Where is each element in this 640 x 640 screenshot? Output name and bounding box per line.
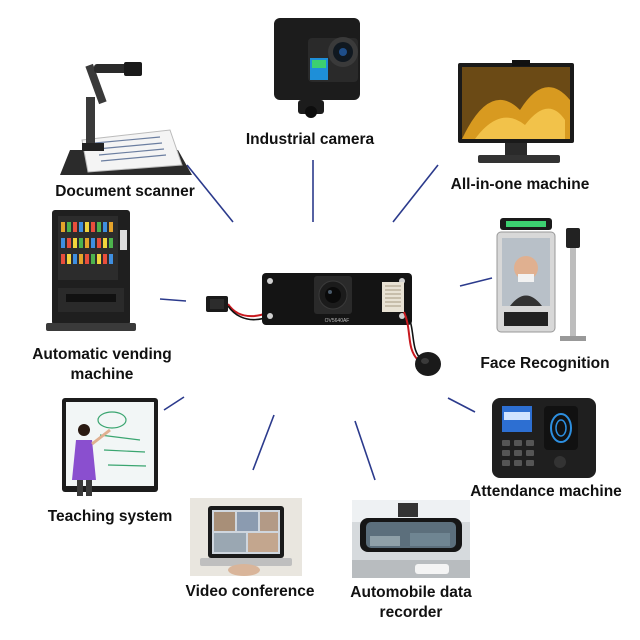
label-attendance-machine: Attendance machine bbox=[470, 483, 622, 500]
connector-video bbox=[252, 414, 275, 471]
label-dashcam-line2: recorder bbox=[379, 604, 443, 621]
face-terminal-icon bbox=[496, 218, 586, 341]
label-all-in-one-machine: All-in-one machine bbox=[450, 176, 590, 193]
connector-teaching bbox=[163, 396, 185, 411]
vending-machine-icon bbox=[46, 210, 136, 331]
monitor-icon bbox=[458, 60, 574, 163]
label-vending-line1: Automatic vending bbox=[32, 346, 172, 363]
label-industrial-camera: Industrial camera bbox=[245, 131, 375, 148]
label-vending-line2: machine bbox=[70, 366, 134, 383]
fingerprint-terminal-icon bbox=[492, 398, 596, 478]
label-document-scanner: Document scanner bbox=[55, 183, 195, 200]
connector-dashcam bbox=[354, 420, 376, 481]
dashcam-mirror-icon bbox=[352, 500, 470, 578]
label-teaching-system: Teaching system bbox=[47, 508, 173, 525]
label-vending-machine: Automatic vending machine bbox=[22, 345, 182, 385]
connector-face-recognition bbox=[459, 277, 493, 287]
label-face-recognition: Face Recognition bbox=[480, 355, 610, 372]
label-dashcam-line1: Automobile data bbox=[350, 584, 472, 601]
action-camera-icon bbox=[274, 18, 360, 118]
document-scanner-icon bbox=[60, 62, 192, 175]
connector-lines bbox=[159, 160, 493, 481]
connector-vending bbox=[159, 298, 187, 302]
board-print: OV5640AF bbox=[325, 318, 350, 324]
connector-attendance bbox=[447, 397, 476, 413]
label-video-conference: Video conference bbox=[185, 583, 315, 600]
connector-document-scanner bbox=[186, 164, 234, 223]
camera-module-board-icon: OV5640AF bbox=[206, 273, 441, 376]
laptop-video-call-icon bbox=[190, 498, 302, 576]
smart-board-icon bbox=[62, 398, 158, 496]
connector-all-in-one bbox=[392, 164, 439, 223]
label-automobile-recorder: Automobile data recorder bbox=[336, 583, 486, 623]
